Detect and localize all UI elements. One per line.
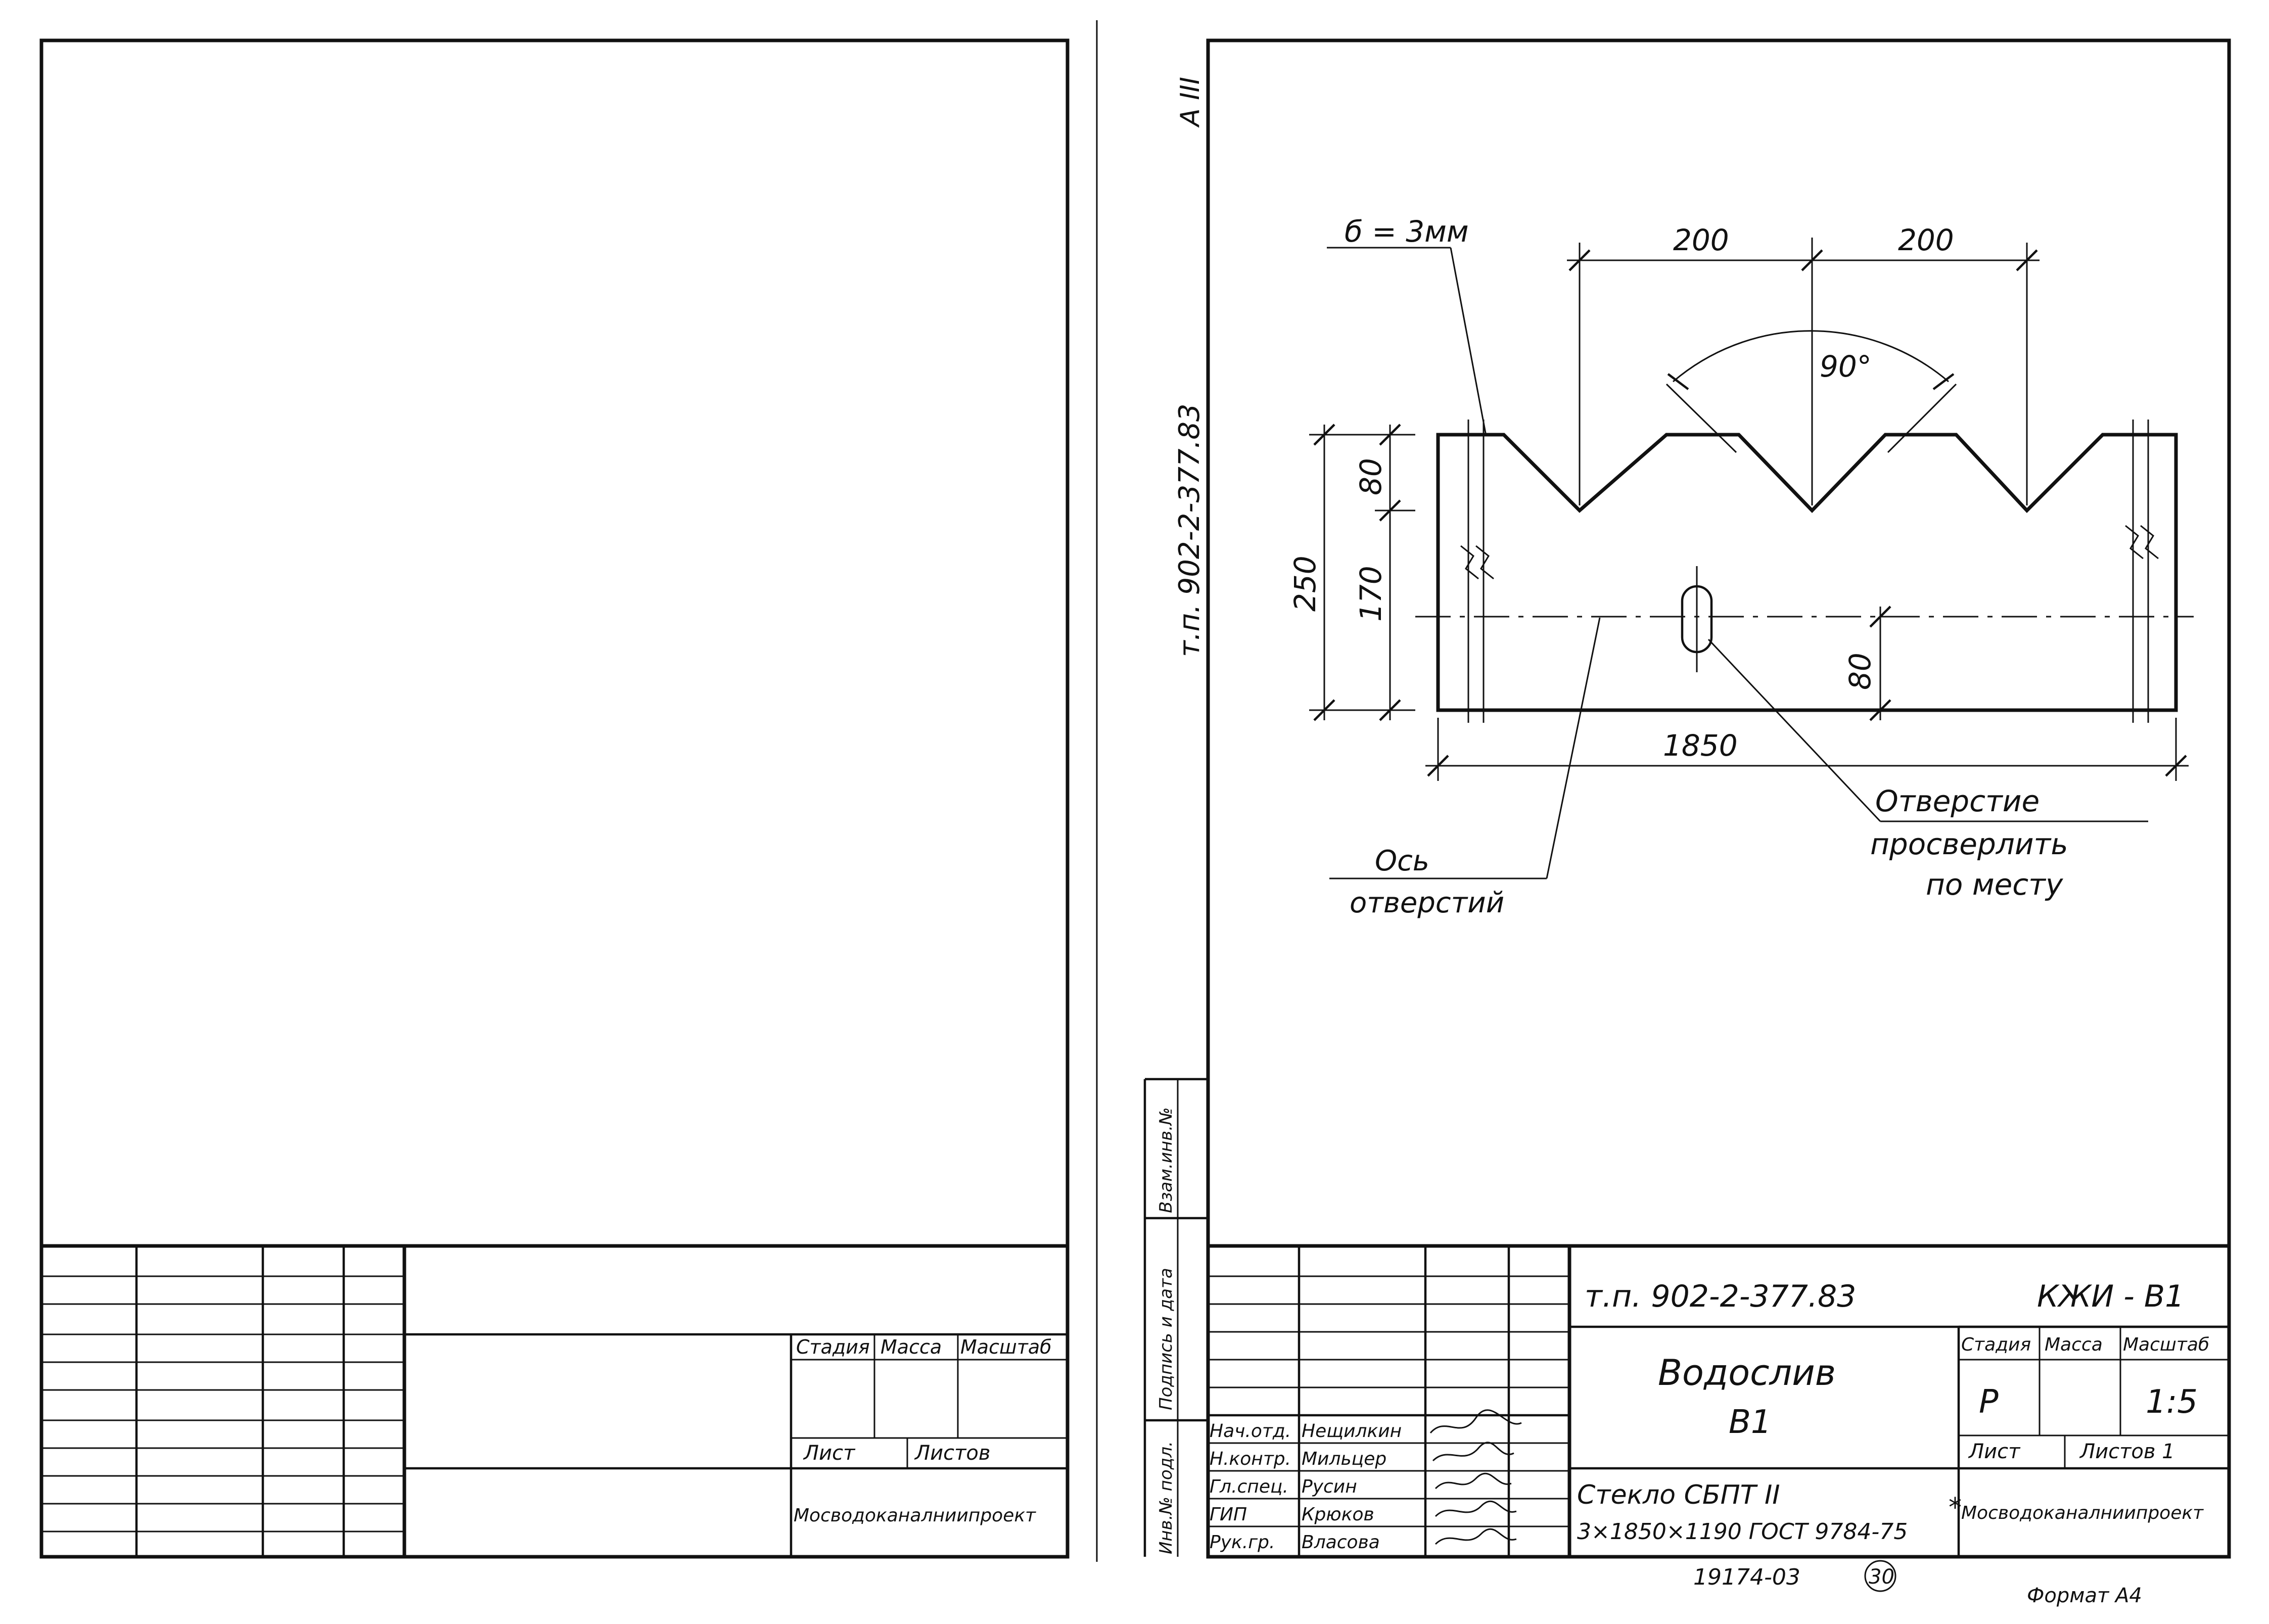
title-line2: В1 — [1729, 1404, 1772, 1441]
left-col-stage: Стадия — [796, 1336, 870, 1358]
side-stamp-inventory: Инв.№ подл. — [1156, 1441, 1176, 1554]
right-sheet-frame — [1206, 38, 2231, 1559]
side-stamp-signature: Подпись и дата — [1156, 1268, 1176, 1410]
right-sheets-label: Листов 1 — [2079, 1440, 2175, 1463]
right-col-mass: Масса — [2045, 1334, 2103, 1355]
dim-notch-depth: 80 — [1354, 458, 1388, 495]
format-label: Формат А4 — [2027, 1584, 2142, 1607]
name-3: Крюков — [1302, 1504, 1374, 1525]
left-sheets-label: Листов — [914, 1442, 990, 1465]
dim-hole-axis: 80 — [1843, 653, 1877, 690]
role-4: Рук.гр. — [1210, 1532, 1275, 1553]
role-3: ГИП — [1210, 1504, 1247, 1525]
dim-total-height: 250 — [1288, 555, 1322, 612]
right-sheet-label: Лист — [1968, 1440, 2021, 1463]
dim-lower: 170 — [1354, 566, 1388, 622]
left-sheet-frame — [39, 38, 1070, 1559]
sheet-code: КЖИ - В1 — [2037, 1279, 2184, 1314]
role-1: Н.контр. — [1210, 1449, 1291, 1469]
dimensions: 200 200 90° 250 80 170 80 — [1288, 223, 2189, 781]
left-col-mass: Масса — [881, 1336, 942, 1358]
left-sheet: Стадия Масса Масштаб Лист Листов Мосводо… — [39, 20, 1098, 1562]
dim-length: 1850 — [1663, 728, 1738, 763]
dim-left-200: 200 — [1673, 223, 1729, 257]
weir-plate — [1415, 420, 2194, 723]
note-axis-line1: Ось — [1375, 845, 1429, 877]
signatures — [1429, 1409, 1522, 1545]
material-line1: Стекло СБПТ II — [1577, 1480, 1780, 1510]
note-axis-line2: отверстий — [1350, 887, 1504, 919]
right-sheet: Взам.инв.№ Подпись и дата Инв.№ подл. A … — [1143, 38, 2231, 1607]
left-title-block: Стадия Масса Масштаб Лист Листов Мосводо… — [41, 1244, 1068, 1557]
name-0: Нещилкин — [1302, 1421, 1402, 1442]
right-org: Мосводоканалниипроект — [1961, 1503, 2204, 1523]
right-col-stage: Стадия — [1961, 1334, 2031, 1355]
note-hole-line3: по месту — [1926, 867, 2063, 902]
name-4: Власова — [1302, 1532, 1380, 1553]
page-no: 30 — [1869, 1565, 1894, 1589]
dim-right-200: 200 — [1898, 223, 1954, 257]
right-col-scale: Масштаб — [2123, 1334, 2209, 1355]
notes: б = 3мм Ось отверстий Отверстие просверл… — [1327, 214, 2148, 919]
role-2: Гл.спец. — [1210, 1476, 1288, 1497]
angle-arc — [1673, 330, 1949, 383]
note-hole-line1: Отверстие — [1875, 784, 2040, 818]
doc-code: т.п. 902-2-377.83 — [1585, 1279, 1856, 1314]
side-stamp-column: Взам.инв.№ Подпись и дата Инв.№ подл. A … — [1143, 77, 1208, 1557]
stage-value: Р — [1979, 1383, 1999, 1421]
page-no-circle — [1864, 1560, 1896, 1592]
material-star: * — [1949, 1493, 1962, 1523]
angle-label: 90° — [1820, 349, 1872, 384]
archive-no: 19174-03 — [1693, 1564, 1800, 1590]
weir-plate-outline — [1436, 433, 2178, 712]
material-line2: 3×1850×1190 ГОСТ 9784-75 — [1577, 1519, 1908, 1545]
right-title-block: Нач.отд. Нещилкин Н.контр. Мильцер Гл.сп… — [1208, 1244, 2229, 1557]
scale-value: 1:5 — [2146, 1383, 2198, 1421]
left-col-scale: Масштаб — [960, 1336, 1052, 1358]
side-stamp-replace: Взам.инв.№ — [1156, 1107, 1176, 1213]
thickness-label: б = 3мм — [1345, 214, 1469, 249]
left-sheet-label: Лист — [803, 1442, 856, 1465]
footer: 19174-03 30 Формат А4 — [1693, 1560, 2142, 1607]
name-1: Мильцер — [1302, 1449, 1386, 1469]
side-label-top: A III — [1175, 77, 1206, 128]
note-hole-line2: просверлить — [1870, 827, 2068, 861]
left-org: Мосводоканалниипроект — [794, 1505, 1036, 1526]
side-label-code: т.п. 902-2-377.83 — [1173, 403, 1206, 657]
title-line1: Водослив — [1658, 1352, 1836, 1394]
role-0: Нач.отд. — [1210, 1421, 1291, 1442]
name-2: Русин — [1302, 1476, 1357, 1497]
